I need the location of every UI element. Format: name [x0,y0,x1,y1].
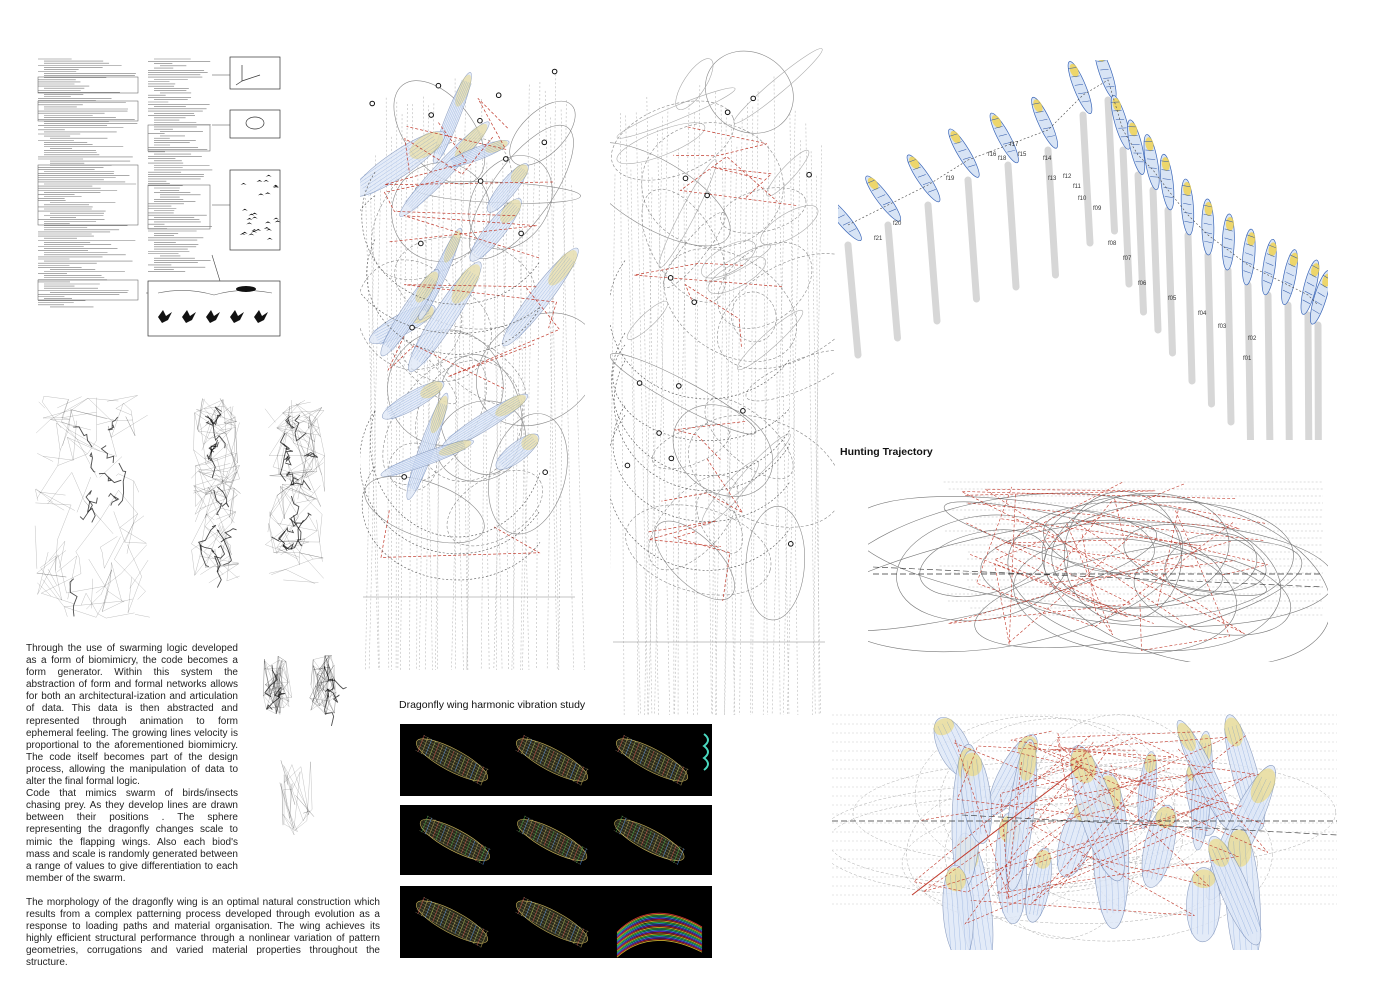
swarm-description: Through the use of swarming logic develo… [26,643,238,885]
wing-mesh [515,735,589,786]
frame-label: f15 [1018,152,1027,158]
wing-flight-diagram-line [610,30,835,720]
frame-label: f09 [1093,206,1102,212]
frame-label: f21 [874,236,883,242]
vibration-panel-3 [400,886,712,958]
box-flapping [147,280,281,337]
wing-cluster-diagram [832,705,1342,950]
frame-label: f12 [1063,174,1072,180]
frame-label: f14 [1043,156,1052,162]
code-diagram [36,55,286,340]
frame-label: f20 [893,221,902,227]
code-listing-left [37,58,211,308]
swarm-network-images [30,385,350,630]
frame-label: f03 [1218,324,1227,330]
wing-mesh [615,735,689,786]
frame-label: f07 [1123,256,1132,262]
frame-label: f08 [1108,241,1117,247]
box-swarm [229,169,281,251]
wing-mesh [419,815,491,865]
wing-mesh [415,735,489,786]
frame-label: f19 [946,176,955,182]
wing-mesh [616,912,703,958]
frame-label: f16 [988,152,997,158]
swarm-paragraph-1: Through the use of swarming logic develo… [26,643,238,788]
frame-label: f01 [1243,356,1252,362]
morphology-description: The morphology of the dragonfly wing is … [26,897,380,969]
frame-label: f17 [1010,142,1019,148]
box-3d-axis [229,56,281,90]
code-listing-middle [148,58,213,273]
wing-flight-diagram-color [360,30,585,675]
frame-label: f05 [1168,296,1177,302]
vibration-panel-1 [400,724,712,796]
frame-label: f10 [1078,196,1087,202]
vibration-panel-2 [400,805,712,875]
wing-mesh [613,815,685,865]
wing-mesh [516,815,588,865]
hunting-trajectory-title: Hunting Trajectory [840,446,933,458]
swarm-network-3 [264,400,325,584]
hunting-trajectory-diagram [868,462,1328,662]
frame-label: f11 [1073,184,1082,190]
swarm-small-images [252,645,347,845]
swarm-paragraph-2: Code that mimics swarm of birds/insects … [26,788,238,884]
frame-label: f04 [1198,311,1207,317]
swarm-network-2 [191,398,241,588]
vibration-study-title: Dragonfly wing harmonic vibration study [399,699,586,711]
frame-label: f06 [1138,281,1147,287]
wing-mesh [515,897,589,948]
box-sphere [229,109,281,139]
frame-label: f18 [998,156,1007,162]
swarm-network-1 [34,395,150,619]
frame-label: f02 [1248,336,1257,342]
frame-label: f13 [1048,176,1057,182]
wing-mesh [415,897,489,948]
